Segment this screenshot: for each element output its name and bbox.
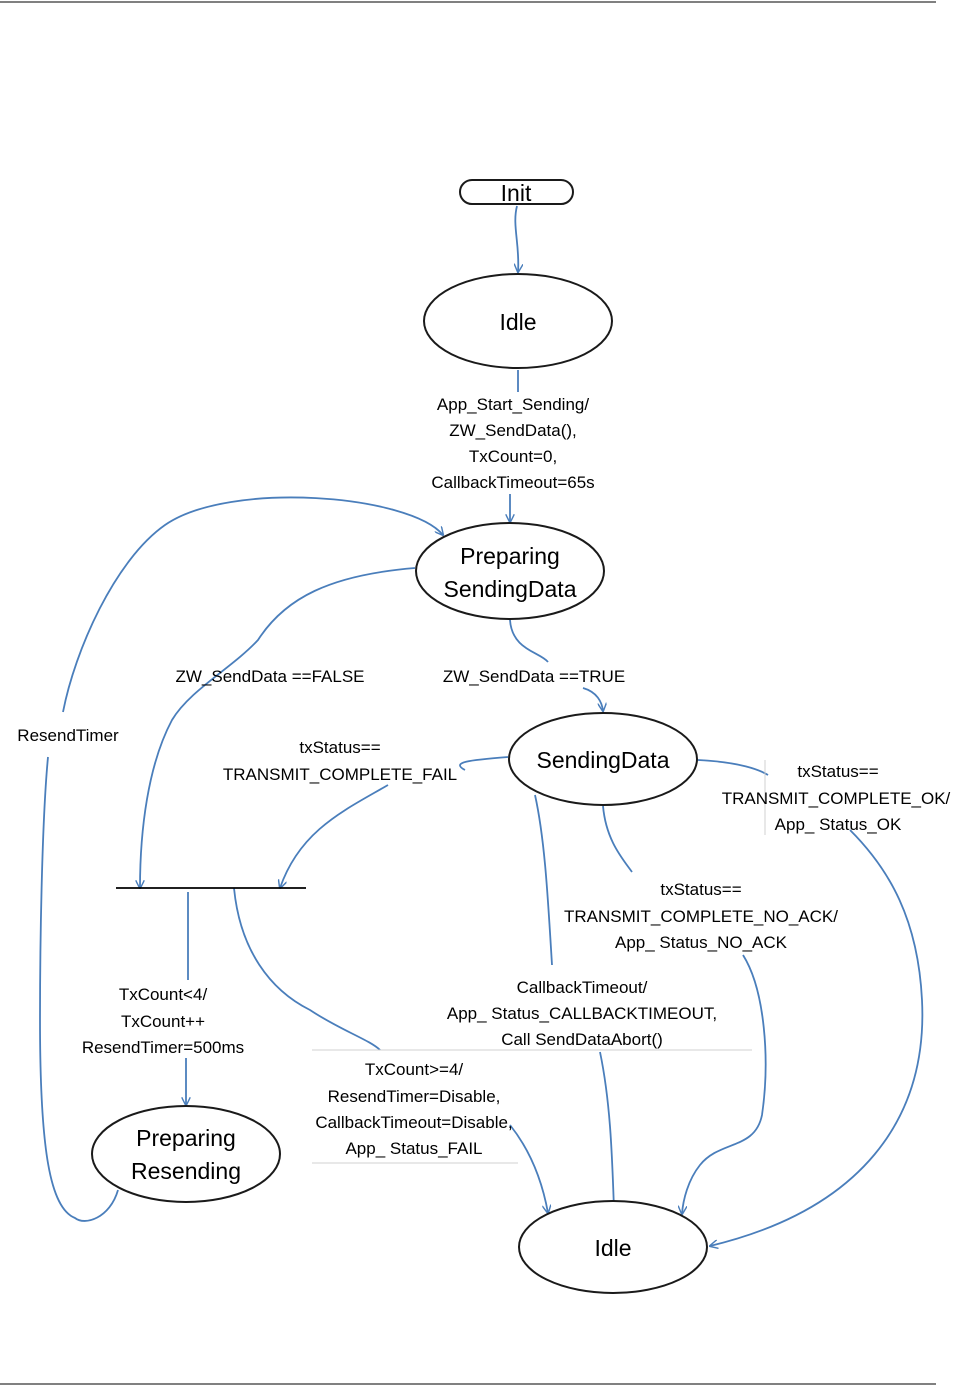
edge-tx-fail-a: [459, 756, 509, 771]
edge-give-up-b: [509, 1124, 548, 1213]
label-give-up-3: CallbackTimeout=Disable,: [315, 1113, 512, 1132]
label-start-sending: App_Start_Sending/ ZW_SendData(), TxCoun…: [431, 395, 594, 492]
edge-callback-a: [534, 794, 553, 966]
label-start-sending-3: TxCount=0,: [469, 447, 557, 466]
label-tx-fail-2: TRANSMIT_COMPLETE_FAIL: [223, 765, 457, 784]
label-tx-ok: txStatus== TRANSMIT_COMPLETE_OK/ App_ St…: [722, 762, 951, 834]
state-preparing-sending-shape: [415, 522, 605, 620]
edge-tx-ok-a: [697, 759, 769, 776]
edge-tx-no-ack-b: [682, 954, 767, 1214]
edge-resend-b: [62, 496, 443, 713]
label-tx-no-ack-1: txStatus==: [660, 880, 741, 899]
state-idle-top: Idle: [423, 273, 613, 369]
label-callback-timeout-1: CallbackTimeout/: [517, 978, 648, 997]
label-give-up-1: TxCount>=4/: [365, 1060, 464, 1079]
edges: [39, 205, 924, 1246]
label-tx-no-ack-3: App_ Status_NO_ACK: [615, 933, 788, 952]
label-tx-no-ack-2: TRANSMIT_COMPLETE_NO_ACK/: [564, 907, 838, 926]
label-start-sending-2: ZW_SendData(),: [449, 421, 577, 440]
edge-senddata-false: [140, 567, 416, 888]
label-tx-ok-3: App_ Status_OK: [775, 815, 902, 834]
label-tx-fail-1: txStatus==: [299, 738, 380, 757]
state-idle-bottom: Idle: [518, 1200, 708, 1294]
state-idle-bottom-shape: [518, 1200, 708, 1294]
state-preparing-sending: Preparing SendingData: [415, 522, 605, 620]
label-senddata-false: ZW_SendData ==FALSE: [176, 667, 365, 686]
state-preparing-sending-label-1: Preparing: [460, 543, 560, 569]
state-init-shape: [459, 179, 574, 205]
state-idle-bottom-label: Idle: [594, 1235, 631, 1261]
label-callback-timeout-3: Call SendDataAbort(): [501, 1030, 663, 1049]
label-senddata-true: ZW_SendData ==TRUE: [443, 667, 625, 686]
label-retry-1: TxCount<4/: [119, 985, 208, 1004]
edge-senddata-true-b: [582, 687, 603, 711]
label-tx-ok-2: TRANSMIT_COMPLETE_OK/: [722, 789, 951, 808]
edge-init-to-idle: [515, 205, 518, 272]
label-callback-timeout: CallbackTimeout/ App_ Status_CALLBACKTIM…: [447, 978, 717, 1049]
state-preparing-resending-label-1: Preparing: [136, 1125, 236, 1151]
label-resend-timer: ResendTimer: [17, 726, 119, 745]
state-idle-top-label: Idle: [499, 309, 536, 335]
edge-callback-b: [599, 1051, 614, 1210]
label-give-up-4: App_ Status_FAIL: [345, 1139, 482, 1158]
label-give-up-2: ResendTimer=Disable,: [328, 1087, 501, 1106]
edge-resend-a: [39, 756, 119, 1222]
edge-tx-fail-b: [280, 784, 389, 888]
label-start-sending-1: App_Start_Sending/: [437, 395, 589, 414]
edge-tx-ok-b: [710, 829, 924, 1246]
label-tx-ok-1: txStatus==: [797, 762, 878, 781]
edge-senddata-true-a: [509, 619, 549, 663]
state-preparing-resending-label-2: Resending: [131, 1158, 241, 1184]
label-retry: TxCount<4/ TxCount++ ResendTimer=500ms: [82, 985, 244, 1057]
state-preparing-resending-shape: [91, 1105, 281, 1203]
state-sending-data-shape: [508, 712, 698, 806]
edge-give-up-a: [233, 887, 381, 1051]
label-start-sending-4: CallbackTimeout=65s: [431, 473, 594, 492]
label-retry-2: TxCount++: [121, 1012, 205, 1031]
state-sending-data: SendingData: [508, 712, 698, 806]
label-tx-fail: txStatus== TRANSMIT_COMPLETE_FAIL: [223, 738, 457, 784]
label-give-up: TxCount>=4/ ResendTimer=Disable, Callbac…: [315, 1060, 512, 1158]
state-preparing-sending-label-2: SendingData: [444, 576, 577, 602]
label-retry-3: ResendTimer=500ms: [82, 1038, 244, 1057]
edge-tx-no-ack-a: [602, 805, 633, 873]
state-init: Init: [459, 179, 574, 206]
state-preparing-resending: Preparing Resending: [91, 1105, 281, 1203]
label-callback-timeout-2: App_ Status_CALLBACKTIMEOUT,: [447, 1004, 717, 1023]
state-idle-top-shape: [423, 273, 613, 369]
label-tx-no-ack: txStatus== TRANSMIT_COMPLETE_NO_ACK/ App…: [564, 880, 838, 952]
state-sending-data-label: SendingData: [537, 747, 670, 773]
state-init-label: Init: [501, 180, 532, 206]
